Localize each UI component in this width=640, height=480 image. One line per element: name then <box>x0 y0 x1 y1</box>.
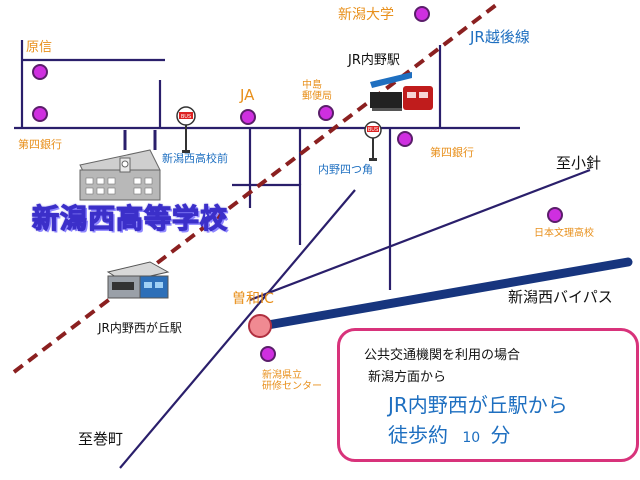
walk-prefix: 徒歩約 <box>388 423 448 447</box>
daishi-bank-left-marker <box>32 106 48 122</box>
access-info-box: 公共交通機関を利用の場合 新潟方面から JR内野西が丘駅から 徒歩約 10 分 <box>337 328 639 462</box>
bypass-label: 新潟西バイパス <box>508 288 613 306</box>
sowa-ic-marker <box>248 314 272 338</box>
nakajima-post-office-label: 中島 郵便局 <box>302 80 332 102</box>
roads <box>14 40 591 469</box>
niigatanishi-hs-mae-label: 新潟西高校前 <box>162 152 228 165</box>
nihon-bunri-label: 日本文理高校 <box>534 228 594 239</box>
post-office-marker <box>318 105 334 121</box>
nishigaoka-station-icon <box>106 261 170 299</box>
bus-stop-icon: BUS <box>364 121 382 161</box>
poi-markers <box>32 6 563 362</box>
niigata-univ-label: 新潟大学 <box>338 7 394 23</box>
jr-uchino-station-label: JR内野駅 <box>348 53 400 68</box>
road-loop <box>232 183 302 245</box>
school-name-label: 新潟西高等学校 <box>31 204 228 235</box>
sowa-ic-label: 曽和IC <box>232 291 274 307</box>
info-line-2: 新潟方面から <box>368 370 447 385</box>
nihon-bunri-marker <box>547 207 563 223</box>
to-makimachi-label: 至巻町 <box>78 430 124 448</box>
uchino-yotsukado-label: 内野四つ角 <box>318 163 373 176</box>
jr-echigo-line-label: JR越後線 <box>470 28 530 46</box>
daishi-bank-right-label: 第四銀行 <box>430 146 474 159</box>
daishi-bank-right-marker <box>397 131 413 147</box>
daishi-bank-left-label: 第四銀行 <box>18 138 62 151</box>
school-access <box>123 130 157 150</box>
bypass-road <box>257 257 633 331</box>
road-to-makimachi <box>119 189 356 469</box>
info-line-1: 公共交通機関を利用の場合 <box>364 348 521 363</box>
ja-marker <box>240 109 256 125</box>
school-building-icon <box>79 149 161 201</box>
harashin-label: 原信 <box>26 40 53 55</box>
walk-suffix: 分 <box>490 423 511 447</box>
walk-minutes: 10 <box>462 430 481 446</box>
to-kobari-label: 至小針 <box>556 154 602 172</box>
training-center-marker <box>260 346 276 362</box>
railway-line <box>12 0 502 374</box>
info-line-4: 徒歩約 10 分 <box>388 425 511 445</box>
bus-stop-icon: BUS <box>176 106 196 153</box>
bus-stop-label: BUS <box>181 114 191 120</box>
jr-uchino-station-icon <box>370 72 433 111</box>
bus-stop-label: BUS <box>368 127 378 133</box>
road-to-kobari <box>249 168 591 302</box>
jr-nishigaoka-station-label: JR内野西が丘駅 <box>98 321 182 335</box>
info-line-3: JR内野西が丘駅から <box>388 393 568 417</box>
training-center-label: 新潟県立 研修センター <box>262 370 322 392</box>
harashin-marker <box>32 64 48 80</box>
niigata-univ-marker <box>414 6 430 22</box>
ja-label: JA <box>240 86 255 104</box>
